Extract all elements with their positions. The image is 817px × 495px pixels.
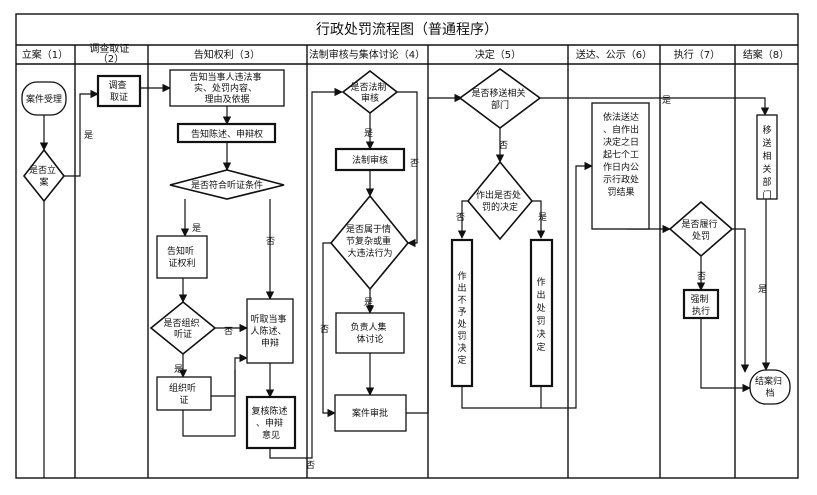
- node-complex-case-label: 是否属于情 节复杂或重 大违法行为: [346, 223, 394, 259]
- node-notify-facts: [169, 69, 285, 107]
- node-review-defense-label: 复核陈述 、申辩 意见: [252, 405, 291, 441]
- node-serve-publicize-label: 依法送达、自作出决定之日起七个工作日内公示行政处罚结果: [603, 111, 639, 198]
- node-transfer-decision: [458, 68, 542, 129]
- node-accept-case: [21, 81, 67, 116]
- edge-label-no: 否: [499, 140, 508, 151]
- node-accept-case-label: 案件受理: [26, 93, 62, 105]
- edge-label-yes: 是: [364, 128, 373, 139]
- edge-label-yes: 是: [84, 130, 93, 141]
- node-case-approval: [334, 394, 407, 432]
- node-legal-review-label: 法制审核: [352, 154, 388, 166]
- node-notify-defense-label: 告知陈述、申辩权: [191, 128, 263, 140]
- node-organize-hearing: [156, 376, 212, 411]
- node-investigate: [96, 74, 142, 108]
- diagram-frame: [15, 13, 799, 479]
- node-collective-discussion: [335, 312, 405, 354]
- node-notify-hearing-label: 告知听 证权利: [167, 245, 197, 269]
- node-archive: [749, 369, 791, 405]
- edge-label-yes: 是: [662, 95, 671, 106]
- node-collective-discussion-label: 负责人集 体讨论: [351, 321, 390, 345]
- lane-header-archive: 结案（8）: [743, 48, 789, 61]
- node-case-approval-label: 案件审批: [352, 407, 388, 419]
- edge-label-no: 否: [266, 236, 275, 247]
- node-organize-hearing-decision: [149, 300, 217, 356]
- node-complex-case-decision: [329, 194, 410, 291]
- edge-label-no: 否: [697, 271, 706, 282]
- node-transfer-q-label: 是否移送相关 部门: [472, 87, 529, 111]
- node-notify-hearing: [156, 235, 208, 279]
- edge-label-no: 否: [306, 460, 315, 471]
- node-penalty-label: 作出处罚决定: [536, 276, 545, 353]
- node-transfer-dept: [756, 114, 778, 200]
- node-penalty-decision: [466, 160, 534, 241]
- edge-label-yes: 是: [538, 212, 547, 223]
- lane-header-enforcement: 执行（7）: [674, 48, 720, 61]
- lane-header-notify-rights: 告知权利（3）: [194, 48, 260, 61]
- node-serve-publicize: [591, 102, 650, 230]
- edge-label-yes: 是: [364, 297, 373, 308]
- node-notify-facts-label: 告知当事人违法事 实、处罚内容、 理由及依据: [190, 71, 265, 105]
- edge-label-no: 否: [320, 324, 329, 335]
- node-legal-review: [334, 147, 406, 172]
- node-hear-defense: [246, 298, 294, 364]
- node-penalty-decision-label: 作出是否处 罚的决定: [476, 189, 524, 213]
- lane-header-decision: 决定（5）: [475, 48, 521, 61]
- node-open-case-label: 是否立 案: [29, 164, 59, 188]
- node-no-penalty: [450, 238, 474, 388]
- node-investigate-label: 调查 取证: [109, 79, 130, 103]
- edge-label-no: 否: [456, 212, 465, 223]
- node-organize-hearing-q-label: 是否组织 听证: [164, 317, 203, 340]
- lane-header-file-case: 立案（1）: [22, 48, 68, 61]
- node-penalty: [529, 238, 554, 388]
- node-enforce: [682, 288, 720, 320]
- diagram-title: 行政处罚流程图（普通程序）: [316, 22, 498, 38]
- lane-header-legal-review: 法制审核与集体讨论（4）: [309, 48, 425, 61]
- node-notify-defense: [176, 122, 277, 144]
- node-legal-review-q-label: 是否法制 审核: [351, 81, 390, 104]
- node-archive-label: 结案归 档: [755, 375, 785, 399]
- lane-header-investigation: 调查取证 （2）: [89, 42, 132, 65]
- node-open-case-decision: [22, 148, 66, 203]
- edge-label-yes: 是: [758, 284, 767, 295]
- lane-header-serve-publicize: 送达、公示（6）: [576, 48, 652, 61]
- edge-label-yes: 是: [192, 223, 201, 234]
- node-enforce-label: 强制 执行: [691, 293, 712, 317]
- edge-label-yes: 是: [174, 364, 183, 375]
- node-transfer-dept-label: 移送相关部门: [762, 124, 771, 201]
- edge-label-no: 否: [224, 326, 233, 337]
- node-hear-defense-label: 听取当事 人陈述、 申辩: [251, 313, 290, 349]
- edge-label-no: 否: [410, 158, 419, 169]
- node-hearing-condition-label: 是否符合听证条件: [191, 179, 263, 191]
- node-organize-hearing-label: 组织听 证: [169, 382, 199, 406]
- node-no-penalty-label: 作出不予处罚决定: [457, 270, 466, 366]
- node-legal-review-decision: [341, 69, 399, 115]
- node-performed-decision: [668, 200, 734, 258]
- node-performed-q-label: 是否履行 处罚: [682, 218, 721, 242]
- node-hearing-condition-decision: [169, 169, 285, 200]
- node-review-defense: [245, 395, 297, 450]
